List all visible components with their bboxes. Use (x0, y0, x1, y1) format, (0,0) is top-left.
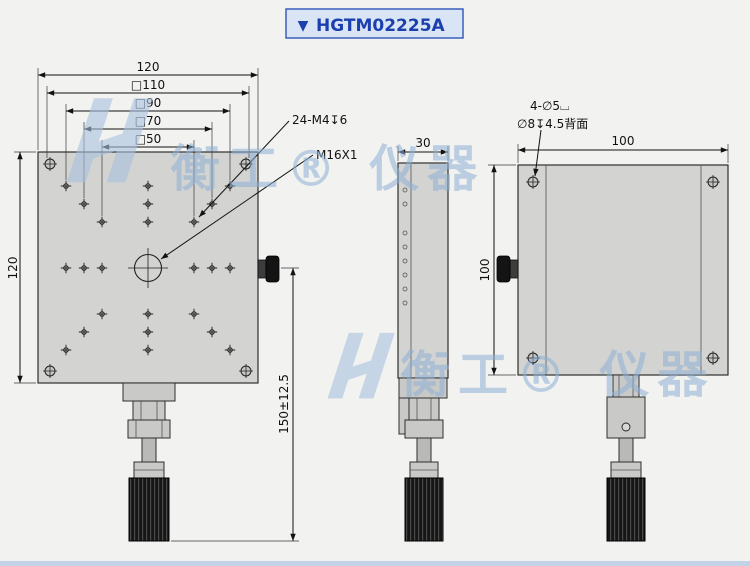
side-holes (402, 187, 408, 306)
rear-plate (517, 164, 729, 376)
front-micrometer (122, 382, 176, 542)
rear-left-dimension: 100 (478, 164, 516, 376)
rear-callouts: 4-∅5⌴ ∅8↧4.5背面 (517, 99, 588, 177)
brand-logo-icon (66, 98, 153, 183)
label-tapped-holes: 24-M4↧6 (292, 113, 347, 127)
front-view: 120 □110 □90 □70 □50 120 150±12.5 24-M4↧… (6, 60, 357, 542)
watermark-text: 衡工® 仪器 (170, 140, 485, 198)
side-view: 30 (397, 136, 449, 542)
page-title: HGTM02225A (316, 16, 446, 36)
front-travel-dimension: 150±12.5 (171, 267, 299, 542)
front-left-dimension: 120 (6, 151, 36, 384)
rear-top-dimension: 100 (517, 134, 729, 163)
dim-sq50: □50 (135, 132, 162, 146)
side-top-dimension: 30 (397, 136, 449, 161)
dim-side-width: 30 (415, 136, 430, 150)
brand-logo-icon (327, 332, 395, 399)
side-micrometer (398, 377, 448, 542)
banner-box (285, 8, 464, 39)
dim-rear-height: 100 (478, 259, 492, 282)
dim-height-left: 120 (6, 257, 20, 280)
label-cbore-line2: ∅8↧4.5背面 (517, 117, 588, 131)
watermark-bottom: 衡工® 仪器 (327, 332, 715, 404)
rear-micrometer (606, 374, 646, 542)
dim-width-top: 120 (137, 60, 160, 74)
bottom-accent-bar (0, 561, 750, 566)
dim-sq110: □110 (131, 78, 165, 92)
side-lock-knob (257, 255, 280, 283)
watermark-top: 衡工® 仪器 (66, 98, 485, 198)
dim-travel-right: 150±12.5 (277, 374, 291, 434)
knurled-knob (606, 477, 646, 542)
watermark-text: 衡工® 仪器 (400, 346, 715, 404)
center-thread-hole (128, 248, 168, 288)
knurled-knob (128, 477, 170, 542)
rear-side-knob (496, 255, 519, 283)
title-banner: ▼ HGTM02225A (285, 8, 464, 39)
front-callouts: 24-M4↧6 M16X1 (160, 113, 357, 260)
knurled-knob (404, 477, 444, 542)
side-plate (397, 162, 449, 379)
banner-triangle-icon: ▼ (298, 18, 309, 34)
label-center-thread: M16X1 (316, 148, 357, 162)
dim-rear-width: 100 (612, 134, 635, 148)
rear-view: 100 100 4-∅5⌴ ∅8↧4.5背面 (478, 99, 729, 542)
label-cbore-line1: 4-∅5⌴ (530, 99, 570, 113)
